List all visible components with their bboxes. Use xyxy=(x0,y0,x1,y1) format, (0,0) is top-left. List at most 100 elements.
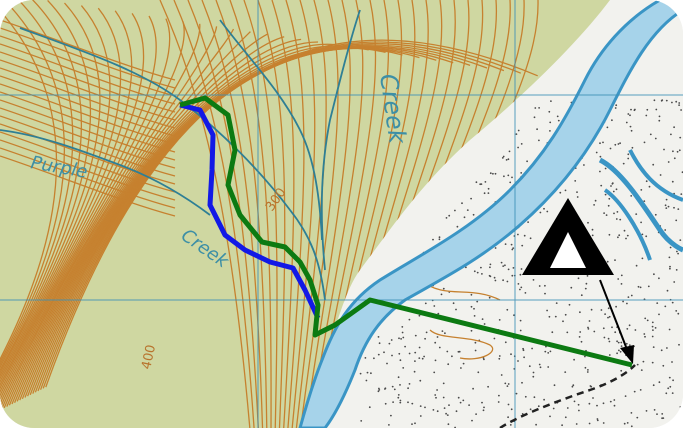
contour-line xyxy=(0,83,176,145)
gravel-dot xyxy=(359,372,362,375)
gravel-dot xyxy=(511,274,514,277)
gravel-dot xyxy=(488,274,491,277)
gravel-dot xyxy=(481,401,483,404)
gravel-dot xyxy=(437,312,440,315)
gravel-dot xyxy=(668,256,671,259)
contour-label-400: 400 xyxy=(139,343,159,370)
gravel-dot xyxy=(572,384,575,387)
gravel-dot xyxy=(397,376,400,379)
gravel-dot xyxy=(622,300,624,303)
gravel-dot xyxy=(627,296,630,298)
gravel-dot xyxy=(573,358,575,361)
gravel-dot xyxy=(523,356,525,359)
gravel-dot xyxy=(577,403,580,406)
gravel-dot xyxy=(510,243,513,246)
gravel-dot xyxy=(473,270,476,273)
gravel-dot xyxy=(505,159,508,161)
gravel-dot xyxy=(407,401,409,404)
gravel-dot xyxy=(675,100,678,103)
gravel-dot xyxy=(493,337,496,340)
gravel-dot xyxy=(498,319,501,321)
gravel-dot xyxy=(625,237,627,240)
gravel-dot xyxy=(462,362,465,365)
gravel-dot xyxy=(400,338,402,340)
gravel-dot xyxy=(532,279,535,281)
gravel-dot xyxy=(611,182,614,185)
gravel-dot xyxy=(652,346,655,348)
gravel-dot xyxy=(517,129,520,132)
gravel-dot xyxy=(522,349,525,352)
gravel-dot xyxy=(438,346,441,349)
gravel-dot xyxy=(599,170,601,173)
contour-line xyxy=(257,0,286,428)
gravel-dot xyxy=(678,343,680,346)
gravel-dot xyxy=(474,341,477,344)
gravel-dot xyxy=(517,146,519,149)
contour-line xyxy=(0,5,111,423)
gravel-dot xyxy=(635,264,638,267)
gravel-dot xyxy=(615,305,617,308)
gravel-dot xyxy=(590,385,593,388)
gravel-dot xyxy=(533,396,536,399)
gravel-dot xyxy=(512,247,515,250)
gravel-dot xyxy=(608,233,611,236)
gravel-dot xyxy=(665,207,668,210)
gravel-dot xyxy=(631,146,634,149)
gravel-dot xyxy=(646,319,649,322)
gravel-dot xyxy=(588,320,591,322)
gravel-dot xyxy=(676,250,678,253)
gravel-dot xyxy=(651,361,654,364)
gravel-dot xyxy=(442,382,445,385)
gravel-dot xyxy=(637,285,640,288)
gravel-dot xyxy=(664,305,667,308)
gravel-dot xyxy=(509,424,512,426)
gravel-dot xyxy=(672,379,674,382)
gravel-dot xyxy=(446,350,449,353)
gravel-dot xyxy=(630,425,633,428)
gravel-dot xyxy=(441,330,444,332)
gravel-dot xyxy=(438,236,441,239)
gravel-dot xyxy=(508,150,511,153)
gravel-dot xyxy=(580,294,583,297)
gravel-dot xyxy=(520,268,523,270)
gravel-dot xyxy=(404,345,406,348)
gravel-dot xyxy=(564,416,567,419)
gravel-dot xyxy=(677,252,679,255)
gravel-dot xyxy=(408,352,411,355)
gravel-dot xyxy=(398,337,400,340)
gravel-dot xyxy=(419,379,422,382)
gravel-dot xyxy=(498,357,501,360)
gravel-dot xyxy=(665,99,668,102)
gravel-dot xyxy=(489,266,491,269)
gravel-dot xyxy=(532,375,535,378)
gravel-dot xyxy=(436,389,438,391)
gravel-dot xyxy=(641,233,644,236)
gravel-dot xyxy=(580,340,583,343)
gravel-dot xyxy=(658,313,660,316)
gravel-dot xyxy=(677,312,680,315)
gravel-dot xyxy=(592,397,594,399)
gravel-dot xyxy=(488,296,491,299)
gravel-dot xyxy=(654,137,657,140)
gravel-dot xyxy=(661,99,664,101)
gravel-dot xyxy=(494,172,497,175)
contour-line xyxy=(0,67,176,129)
gravel-dot xyxy=(501,157,504,159)
gravel-dot xyxy=(648,185,651,188)
gravel-dot xyxy=(651,325,654,328)
gravel-dot xyxy=(639,286,642,289)
contour-line xyxy=(0,21,185,415)
gravel-dot xyxy=(510,353,512,356)
gravel-dot xyxy=(630,129,633,132)
contour-line xyxy=(0,28,235,411)
gravel-dot xyxy=(470,305,473,308)
gravel-dot xyxy=(538,285,541,287)
gravel-dot xyxy=(538,363,541,366)
gravel-dot xyxy=(669,385,672,388)
gravel-dot xyxy=(483,323,486,325)
gravel-dot xyxy=(520,172,523,174)
contour-line xyxy=(0,147,176,209)
gravel-dot xyxy=(519,329,522,332)
gravel-dot xyxy=(588,402,591,405)
gravel-dot xyxy=(676,150,679,153)
